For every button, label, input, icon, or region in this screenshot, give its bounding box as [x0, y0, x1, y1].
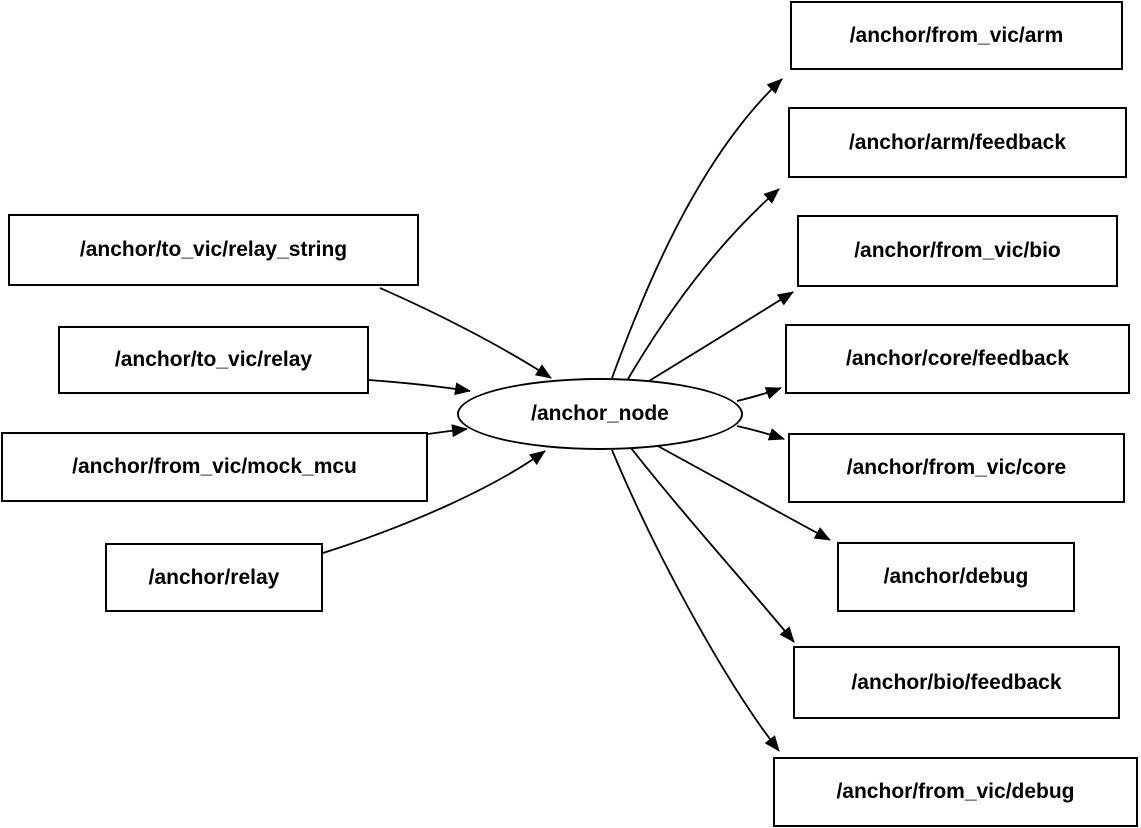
- topic-node-anchor-debug[interactable]: /anchor/debug: [837, 542, 1075, 612]
- topic-label: /anchor/from_vic/core: [846, 456, 1067, 479]
- topic-label: /anchor/from_vic/arm: [849, 23, 1064, 47]
- topic-label: /anchor/from_vic/mock_mcu: [72, 455, 357, 478]
- edge-to-vic-relay-string-to-anchor-node: [379, 287, 552, 379]
- topic-node-anchor-to-vic-relay[interactable]: /anchor/to_vic/relay: [58, 326, 369, 394]
- edge-anchor-node-to-bio-feedback: [630, 447, 795, 643]
- edge-anchor-node-to-from-vic-debug: [611, 449, 780, 752]
- topic-label: /anchor/relay: [148, 565, 280, 589]
- edge-anchor-node-to-core-feedback: [736, 387, 782, 402]
- topic-node-anchor-from-vic-core[interactable]: /anchor/from_vic/core: [788, 433, 1125, 503]
- topic-label: /anchor/debug: [883, 565, 1029, 588]
- topic-node-anchor-relay[interactable]: /anchor/relay: [105, 543, 323, 612]
- topic-label: /anchor/bio/feedback: [851, 670, 1062, 694]
- topic-label: /anchor/to_vic/relay: [114, 348, 313, 371]
- edge-anchor-node-to-arm-feedback: [627, 188, 780, 380]
- topic-node-anchor-bio-feedback[interactable]: /anchor/bio/feedback: [793, 646, 1120, 719]
- topic-label: /anchor/from_vic/bio: [854, 239, 1061, 262]
- topic-node-anchor-arm-feedback[interactable]: /anchor/arm/feedback: [788, 107, 1127, 178]
- topic-node-anchor-from-vic-bio[interactable]: /anchor/from_vic/bio: [797, 215, 1118, 287]
- topic-label: /anchor/core/feedback: [846, 347, 1069, 370]
- topic-node-anchor-core-feedback[interactable]: /anchor/core/feedback: [785, 324, 1130, 394]
- topic-node-anchor-from-vic-arm[interactable]: /anchor/from_vic/arm: [790, 1, 1123, 70]
- edge-anchor-node-to-from-vic-arm: [611, 78, 783, 379]
- topic-label: /anchor/arm/feedback: [848, 130, 1067, 154]
- topic-node-anchor-from-vic-debug[interactable]: /anchor/from_vic/debug: [773, 757, 1138, 827]
- topic-node-anchor-from-vic-mock-mcu[interactable]: /anchor/from_vic/mock_mcu: [1, 432, 428, 502]
- edge-from-vic-mock-mcu-to-anchor-node: [427, 424, 468, 438]
- edge-to-vic-relay-to-anchor-node: [368, 379, 471, 396]
- edge-anchor-node-to-from-vic-bio: [648, 291, 794, 382]
- topic-label: /anchor/to_vic/relay_string: [79, 238, 348, 261]
- topic-label: /anchor/from_vic/debug: [836, 780, 1075, 803]
- topic-node-anchor-to-vic-relay-string[interactable]: /anchor/to_vic/relay_string: [8, 214, 419, 286]
- edge-relay-to-anchor-node: [322, 450, 546, 554]
- edge-anchor-node-to-debug: [655, 444, 831, 541]
- node-anchor-node[interactable]: /anchor_node: [457, 378, 743, 450]
- node-label: /anchor_node: [531, 402, 669, 425]
- edge-anchor-node-to-from-vic-core: [736, 425, 785, 441]
